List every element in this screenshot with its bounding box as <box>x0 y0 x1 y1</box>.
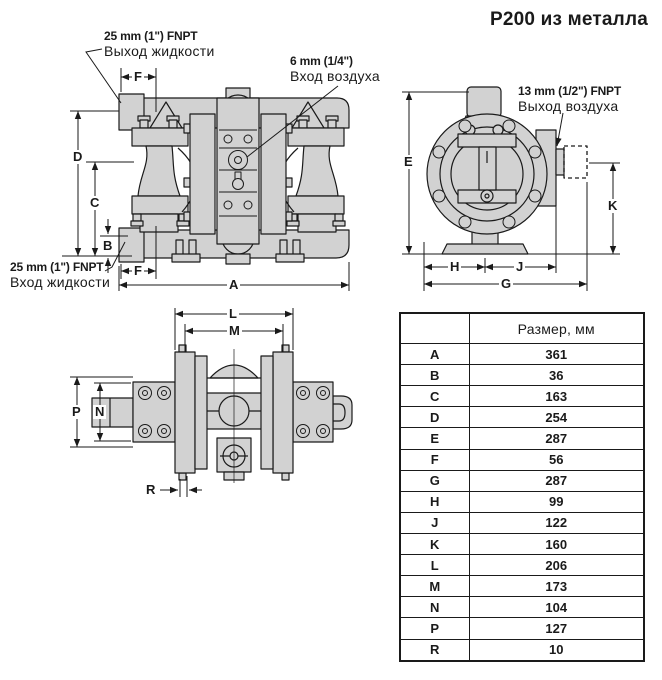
dim-label-b: B <box>101 238 115 253</box>
dim-label-c: C <box>88 195 102 210</box>
dim-label-a: A <box>227 277 241 292</box>
table-cell-value: 163 <box>468 385 645 408</box>
dim-label-e: E <box>402 154 415 169</box>
dim-label-l: L <box>227 306 239 321</box>
table-cell-value: 254 <box>468 406 645 429</box>
table-cell-dim: J <box>399 511 470 534</box>
air-outlet-label: Выход воздуха <box>518 98 619 114</box>
side-view <box>426 86 588 255</box>
table-cell-value: 127 <box>468 617 645 640</box>
table-cell-value: 122 <box>468 511 645 534</box>
table-cell-value: 206 <box>468 554 645 577</box>
dim-label-n: N <box>93 404 107 419</box>
table-cell-dim: A <box>399 342 470 366</box>
dim-label-p: P <box>70 404 83 419</box>
dim-label-m: M <box>227 323 242 338</box>
dim-label-f-top: F <box>132 69 144 84</box>
table-cell-value: 56 <box>468 448 645 471</box>
table-cell-value: 99 <box>468 490 645 513</box>
table-cell-value: 361 <box>468 342 645 366</box>
front-view <box>118 87 350 265</box>
table-header-size: Размер, мм <box>468 312 645 344</box>
table-cell-dim: D <box>399 406 470 429</box>
table-cell-dim: M <box>399 575 470 598</box>
table-cell-dim: B <box>399 364 470 387</box>
dim-label-d: D <box>71 149 85 164</box>
air-inlet-size: 6 mm (1/4") <box>290 54 353 68</box>
page-title: P200 из металла <box>489 9 648 30</box>
fluid-inlet-size: 25 mm (1") FNPT <box>10 260 104 274</box>
table-cell-dim: F <box>399 448 470 471</box>
annotation-fluid-outlet: 25 mm (1") FNPT Выход жидкости <box>104 29 215 58</box>
dim-label-j: J <box>514 259 526 274</box>
table-cell-value: 287 <box>468 427 645 450</box>
table-cell-value: 287 <box>468 469 645 492</box>
table-cell-value: 104 <box>468 596 645 619</box>
annotation-air-inlet: 6 mm (1/4") Вход воздуха <box>290 54 380 83</box>
table-cell-value: 160 <box>468 532 645 556</box>
top-view <box>91 344 353 483</box>
air-outlet-size: 13 mm (1/2") FNPT <box>518 84 621 98</box>
leader-lines <box>85 48 564 272</box>
table-cell-dim: N <box>399 596 470 619</box>
dim-label-g: G <box>499 276 514 291</box>
table-header-empty <box>399 312 470 344</box>
table-cell-dim: L <box>399 554 470 577</box>
annotation-fluid-inlet: 25 mm (1") FNPT Вход жидкости <box>10 260 110 289</box>
fluid-outlet-label: Выход жидкости <box>104 43 215 59</box>
table-cell-dim: C <box>399 385 470 408</box>
table-cell-value: 173 <box>468 575 645 598</box>
fluid-outlet-size: 25 mm (1") FNPT <box>104 29 198 43</box>
dim-label-r: R <box>144 482 158 497</box>
table-cell-dim: R <box>399 638 470 662</box>
table-cell-dim: G <box>399 469 470 492</box>
fluid-inlet-label: Вход жидкости <box>10 274 111 290</box>
table-cell-dim: K <box>399 532 470 556</box>
table-cell-dim: H <box>399 490 470 513</box>
table-header-row: Размер, мм <box>399 312 645 344</box>
dim-label-f-bottom: F <box>132 263 144 278</box>
dim-label-h: H <box>448 259 462 274</box>
table-cell-dim: P <box>399 617 470 640</box>
dim-label-k: K <box>606 198 620 213</box>
annotation-air-outlet: 13 mm (1/2") FNPT Выход воздуха <box>518 84 621 113</box>
table-cell-value: 10 <box>468 638 645 662</box>
table-cell-dim: E <box>399 427 470 450</box>
table-cell-value: 36 <box>468 364 645 387</box>
air-inlet-label: Вход воздуха <box>290 68 380 84</box>
